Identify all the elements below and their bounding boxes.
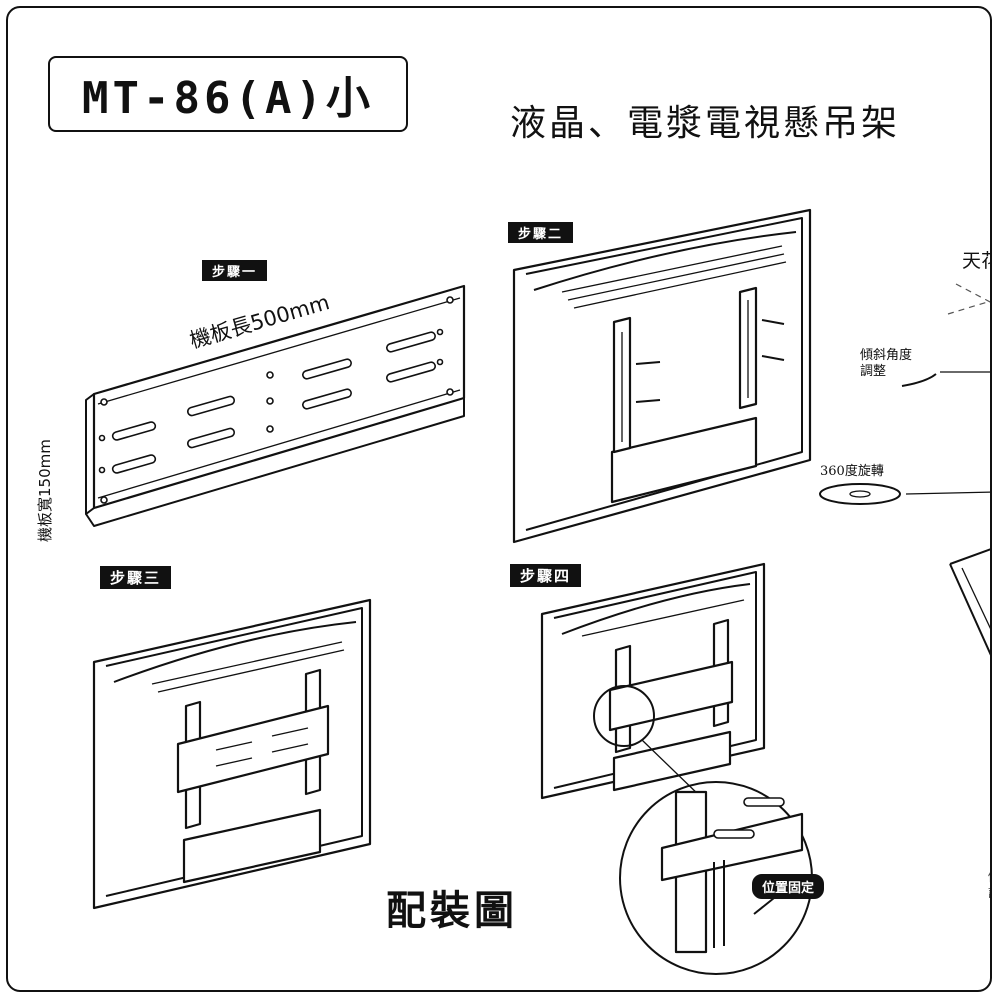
assembly-illustration (85, 208, 990, 975)
step-three-badge: 步驟三 (100, 566, 172, 589)
assembly-title: 配裝圖 (386, 887, 518, 934)
plate-width-label: 機板寬150mm (36, 439, 54, 542)
product-title: 液晶、電漿電視懸吊架 (510, 103, 901, 144)
step-two-badge: 步驟二 (508, 222, 574, 243)
right-edge-line1: 傾 (988, 870, 990, 886)
step-three-drawing (92, 598, 372, 910)
right-edge-line2: 調 (988, 886, 990, 902)
step-four-drawing (540, 562, 813, 975)
lock-position-badge: 位置固定 (752, 874, 825, 899)
ceiling-label: 天花 (962, 250, 990, 272)
step-one-badge: 步驟一 (202, 260, 268, 281)
right-edge-fragment: 傾 調 (988, 870, 990, 902)
mounting-plate-drawing (85, 284, 466, 527)
step-four-badge: 步驟四 (510, 564, 582, 587)
step-two-drawing (512, 208, 812, 544)
tilt-adjust-label: 傾斜角度 調整 (860, 348, 912, 380)
ceiling-mount-drawing (819, 283, 990, 656)
diagram-frame: MT-86(A)小 液晶、電漿電視懸吊架 步驟一 步驟二 步驟三 步驟四 機板長… (6, 6, 992, 992)
rotation-label: 360度旋轉 (820, 464, 884, 479)
model-code: MT-86(A)小 (48, 56, 408, 132)
tilt-adjust-line2: 調整 (860, 364, 887, 379)
tilt-adjust-line1: 傾斜角度 (860, 348, 913, 363)
